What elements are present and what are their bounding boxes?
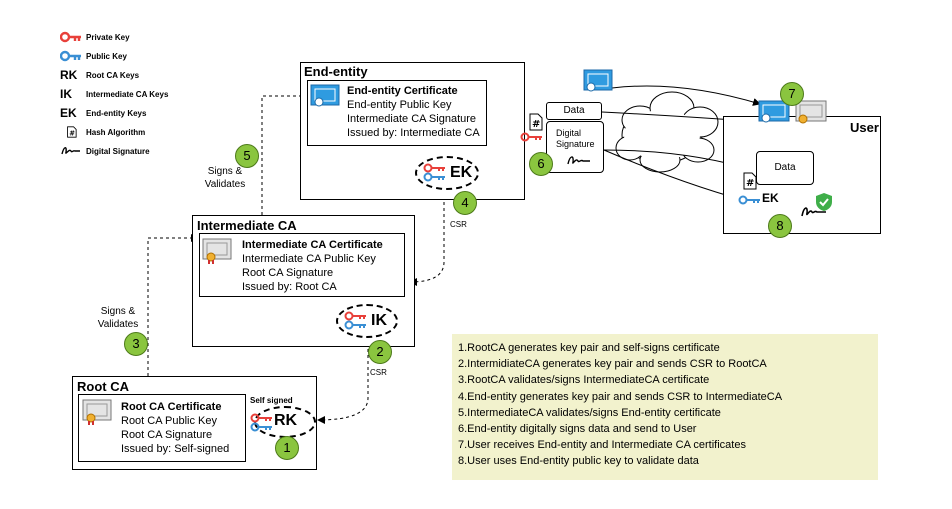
legend-intermediate-ca-keys: IK Intermediate CA Keys	[60, 87, 169, 101]
signature-icon	[61, 147, 80, 155]
certificate-icon	[310, 84, 340, 107]
digital-signature-label: Digital Signature	[556, 128, 595, 149]
cloud-icon	[615, 91, 719, 173]
signs-validates-label-3: Signs & Validates	[97, 306, 139, 330]
step-circle-7: 7	[780, 82, 804, 106]
verified-shield-icon	[816, 193, 832, 211]
intermediate-ca-cert-text: Intermediate CA Certificate Intermediate…	[242, 239, 383, 293]
arrow-csr-4	[409, 196, 445, 286]
arrow-csr-2	[317, 337, 369, 424]
certificate-icon	[82, 399, 112, 425]
end-entity-cert-text: End-entity Certificate End-entity Public…	[347, 85, 480, 139]
legend-public-key: Public Key	[60, 50, 127, 62]
svg-text:#: #	[532, 119, 540, 130]
blue-key-icon	[60, 50, 81, 62]
arrow-signs-validates-3	[147, 234, 199, 376]
hash-document-icon: #	[743, 172, 757, 190]
svg-text:#: #	[69, 129, 75, 137]
rk-label: RK	[274, 412, 298, 429]
step-circle-8: 8	[768, 214, 792, 238]
step-text-6: 6.End-entity digitally signs data and se…	[458, 423, 697, 436]
key-pair-icon	[520, 132, 542, 142]
certificate-icon	[202, 238, 232, 264]
step-circle-1: 1	[275, 436, 299, 460]
key-pair-icon	[250, 413, 272, 432]
ik-label: IK	[371, 312, 387, 329]
csr-label-2: CSR	[370, 368, 387, 377]
legend-digital-signature: Digital Signature	[60, 145, 150, 157]
intermediate-ca-keys	[336, 304, 398, 338]
user-ek-label: EK	[762, 191, 779, 205]
step-text-5: 5.IntermediateCA validates/signs End-ent…	[458, 406, 721, 419]
step-text-2: 2.IntermidiateCA generates key pair and …	[458, 358, 767, 371]
certificate-icon	[758, 100, 790, 123]
legend-hash-algorithm: # Hash Algorithm	[60, 126, 145, 138]
intermediate-ca-certificate[interactable]	[199, 233, 405, 297]
csr-label-4: CSR	[450, 220, 467, 229]
ek-label: EK	[450, 164, 473, 181]
step-circle-2: 2	[368, 340, 392, 364]
key-pair-icon	[344, 311, 366, 330]
certificate-icon	[583, 69, 613, 92]
step-circle-3: 3	[124, 332, 148, 356]
legend-end-entity-keys: EK End-entity Keys	[60, 106, 147, 120]
step-circle-4: 4	[453, 191, 477, 215]
root-ca-title: Root CA	[77, 379, 129, 394]
root-ca-cert-text: Root CA Certificate Root CA Public Key R…	[121, 401, 230, 455]
key-pair-icon	[423, 163, 445, 182]
step-circle-6: 6	[529, 152, 553, 176]
step-text-7: 7.User receives End-entity and Intermedi…	[458, 439, 746, 452]
digital-signature-box[interactable]	[546, 121, 604, 173]
intermediate-ca-title: Intermediate CA	[197, 218, 297, 233]
red-key-icon	[60, 31, 81, 43]
blue-key-icon	[738, 195, 760, 205]
step-text-8: 8.User uses End-entity public key to val…	[458, 455, 699, 468]
step-text-1: 1.RootCA generates key pair and self-sig…	[458, 342, 720, 354]
self-signed-label: Self signed	[250, 396, 293, 405]
legend-root-ca-keys: RK Root CA Keys	[60, 68, 140, 82]
signature-icon	[801, 207, 826, 217]
hash-document-icon: #	[67, 126, 77, 138]
svg-text:#: #	[746, 178, 754, 189]
signs-validates-label-5: Signs & Validates	[204, 166, 246, 190]
certificate-icon	[795, 100, 827, 124]
legend-private-key: Private Key	[60, 31, 130, 43]
user-title: User	[850, 120, 879, 135]
end-entity-title: End-entity	[304, 64, 368, 79]
step-circle-5: 5	[235, 144, 259, 168]
steps-panel: 1.RootCA generates key pair and self-sig…	[452, 334, 878, 480]
end-entity-data[interactable]: Data	[546, 102, 602, 120]
user-data[interactable]: Data	[756, 151, 814, 185]
signature-icon	[567, 156, 590, 165]
step-text-3: 3.RootCA validates/signs IntermediateCA …	[458, 374, 710, 387]
hash-document-icon: #	[529, 113, 543, 131]
end-entity-keys	[415, 156, 479, 190]
step-text-4: 4.End-entity generates key pair and send…	[458, 390, 783, 403]
